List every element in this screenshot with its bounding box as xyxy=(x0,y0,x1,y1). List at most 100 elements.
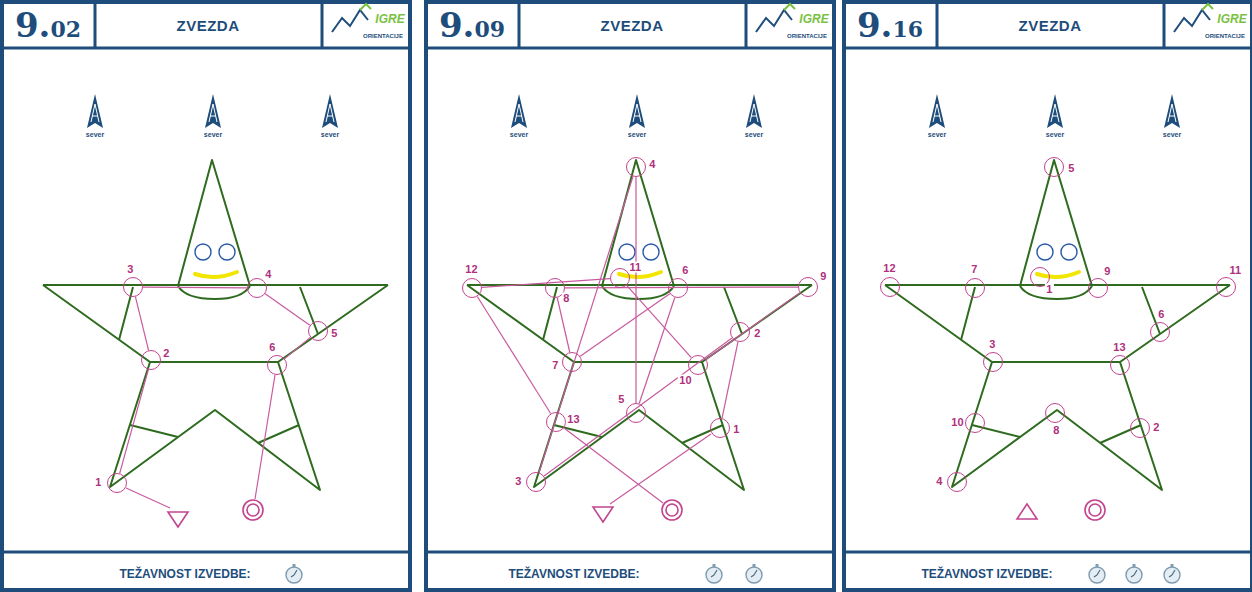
callout-number: 4 xyxy=(935,476,943,487)
control-circle: 3 xyxy=(526,472,546,492)
course-leg xyxy=(627,285,692,357)
control-circle: 13 xyxy=(546,412,566,432)
finish-circle xyxy=(662,500,682,520)
control-circle: 6 xyxy=(1150,322,1170,342)
card-number: 9.16 xyxy=(857,8,923,42)
control-circle: 11 xyxy=(610,268,630,288)
start-triangle xyxy=(168,512,188,527)
north-label: sever xyxy=(86,131,104,138)
control-circle: 11 xyxy=(1216,277,1236,297)
callout-number: 1 xyxy=(94,477,102,488)
callout-number: 2 xyxy=(162,348,170,359)
control-circle: 9 xyxy=(798,277,818,297)
start-triangle xyxy=(1017,504,1037,519)
control-circle: 7 xyxy=(562,352,582,372)
callout-number: 3 xyxy=(126,264,134,275)
course-leg xyxy=(285,337,311,358)
north-label: sever xyxy=(1163,131,1181,138)
stopwatch-icon xyxy=(1089,564,1105,583)
course-leg xyxy=(565,286,798,288)
callout-number: 3 xyxy=(988,339,996,350)
card-2-art xyxy=(426,2,834,590)
control-circle: 4 xyxy=(247,278,267,298)
callout-number: 7 xyxy=(970,264,978,275)
stopwatch-icon xyxy=(1126,564,1142,583)
callout-number: 4 xyxy=(648,159,656,170)
control-circle: 10 xyxy=(688,355,708,375)
course-leg xyxy=(635,177,636,403)
control-circle: 9 xyxy=(1088,278,1108,298)
callout-number: 9 xyxy=(1103,266,1111,277)
callout-number: 11 xyxy=(1229,265,1243,276)
stopwatch-icon xyxy=(286,564,302,583)
course-leg xyxy=(722,342,738,418)
course-leg xyxy=(477,296,550,413)
callout-number: 12 xyxy=(464,264,478,275)
north-label: sever xyxy=(1046,131,1064,138)
callout-number: 4 xyxy=(264,269,272,280)
callout-number: 6 xyxy=(681,265,689,276)
control-circle: 12 xyxy=(880,277,900,297)
finish-circle xyxy=(1089,504,1101,516)
callout-number: 13 xyxy=(566,414,580,425)
logo-word: ORIENTACIJE xyxy=(787,33,827,39)
card-base xyxy=(426,2,834,590)
card-base xyxy=(2,2,410,590)
control-circle: 3 xyxy=(983,352,1003,372)
logo-word: IGRE xyxy=(799,13,828,25)
control-circle: 1 xyxy=(1030,267,1050,287)
callout-number: 5 xyxy=(617,394,625,405)
control-circle: 7 xyxy=(965,278,985,298)
callout-number: 9 xyxy=(819,271,827,282)
card-3-art xyxy=(844,2,1252,590)
course-leg xyxy=(544,338,732,476)
difficulty-label: TEŽAVNOST IZVEDBE: xyxy=(508,568,639,580)
callout-number: 2 xyxy=(753,328,761,339)
control-circle: 13 xyxy=(1110,355,1130,375)
callout-number: 1 xyxy=(732,424,740,435)
control-card: 9.09ZVEZDATEŽAVNOST IZVEDBE:123456789101… xyxy=(424,0,836,592)
stopwatch-icon xyxy=(1164,564,1180,583)
difficulty-label: TEŽAVNOST IZVEDBE: xyxy=(119,568,250,580)
control-circle: 1 xyxy=(107,473,127,493)
card-title: ZVEZDA xyxy=(601,18,664,33)
north-label: sever xyxy=(628,131,646,138)
start-triangle xyxy=(593,507,613,522)
finish-circle xyxy=(247,504,259,516)
callout-number: 8 xyxy=(1052,425,1060,436)
control-card: 9.02ZVEZDATEŽAVNOST IZVEDBE:123456 xyxy=(0,0,412,592)
callout-number: 6 xyxy=(268,342,276,353)
callout-number: 6 xyxy=(1157,309,1165,320)
control-circle: 4 xyxy=(947,472,967,492)
course-leg xyxy=(706,293,800,359)
stopwatch-icon xyxy=(706,564,722,583)
course-leg xyxy=(580,294,670,357)
control-circle: 4 xyxy=(626,157,646,177)
control-circle: 12 xyxy=(462,278,482,298)
control-circle: 2 xyxy=(730,322,750,342)
north-label: sever xyxy=(204,131,222,138)
north-label: sever xyxy=(510,131,528,138)
control-circle: 6 xyxy=(267,355,287,375)
callout-number: 12 xyxy=(882,263,896,274)
control-circle: 8 xyxy=(1045,403,1065,423)
callout-number: 1 xyxy=(1045,284,1053,295)
course-leg xyxy=(126,375,275,508)
callout-number: 11 xyxy=(629,262,643,273)
control-circle: 2 xyxy=(141,350,161,370)
course-leg xyxy=(143,286,247,288)
logo-word: IGRE xyxy=(1217,13,1246,25)
control-circle: 8 xyxy=(545,278,565,298)
finish-circle xyxy=(243,500,263,520)
course-leg xyxy=(265,294,310,325)
callout-number: 5 xyxy=(1067,163,1075,174)
logo-word: ORIENTACIJE xyxy=(363,33,403,39)
callout-number: 7 xyxy=(551,360,559,371)
control-circle: 3 xyxy=(123,277,143,297)
callout-number: 10 xyxy=(950,417,964,428)
north-label: sever xyxy=(928,131,946,138)
course-leg xyxy=(539,177,633,473)
